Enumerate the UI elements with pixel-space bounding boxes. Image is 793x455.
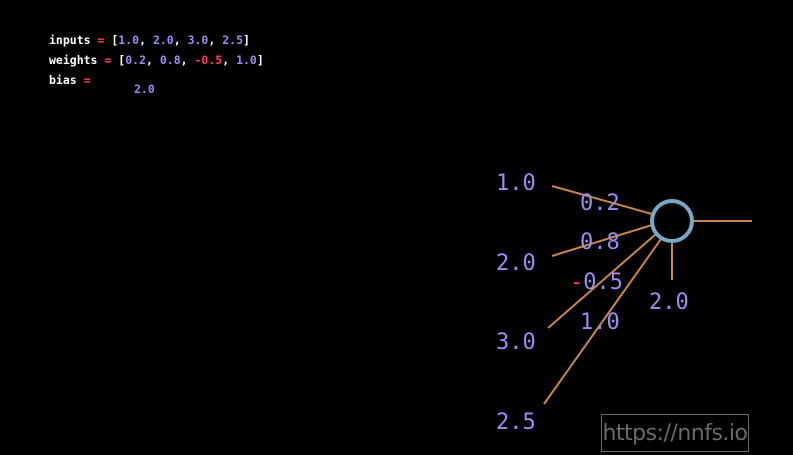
weight-label-3: 0.5 [583, 270, 623, 295]
neuron-circle [650, 199, 694, 243]
connections [543, 185, 752, 405]
connection-input-3 [547, 233, 657, 329]
negative-sign: - [570, 270, 583, 295]
weight-value-negative: -0.5 [194, 53, 223, 67]
bias-label: 2.0 [649, 290, 689, 315]
input-label-3: 3.0 [496, 330, 536, 355]
connection-input-1 [551, 185, 653, 215]
input-value: 2.0 [152, 33, 174, 47]
code-block: inputs = [1.0, 2.0, 3.0, 2.5] weights = … [49, 30, 264, 90]
connection-input-4 [543, 238, 662, 405]
input-label-4: 2.5 [496, 410, 536, 435]
assign-operator: = [83, 73, 91, 87]
input-value: 3.0 [187, 33, 209, 47]
weight-value: 0.2 [125, 53, 146, 67]
bias-identifier: bias [49, 73, 77, 87]
code-line-inputs: inputs = [1.0, 2.0, 3.0, 2.5] [49, 33, 250, 47]
code-line-bias: bias = [49, 73, 91, 87]
watermark: https://nnfs.io [601, 414, 749, 452]
weights-identifier: weights [49, 53, 98, 67]
assign-operator: = [97, 33, 105, 47]
weight-label-2: 0.8 [580, 230, 620, 255]
inputs-identifier: inputs [49, 33, 91, 47]
weight-label-3-sign: -0.5 [570, 270, 623, 295]
code-line-weights: weights = [0.2, 0.8, -0.5, 1.0] [49, 53, 264, 67]
connection-input-2 [551, 224, 653, 257]
input-label-2: 2.0 [496, 251, 536, 276]
bias-value: 2.0 [134, 82, 155, 96]
weight-value: 1.0 [236, 53, 257, 67]
weight-label-4: 1.0 [580, 310, 620, 335]
weight-label-1: 0.2 [580, 191, 620, 216]
assign-operator: = [104, 53, 112, 67]
input-value: 1.0 [118, 33, 140, 47]
input-label-1: 1.0 [496, 171, 536, 196]
weight-value: 0.8 [159, 53, 181, 67]
input-value: 2.5 [222, 33, 243, 47]
